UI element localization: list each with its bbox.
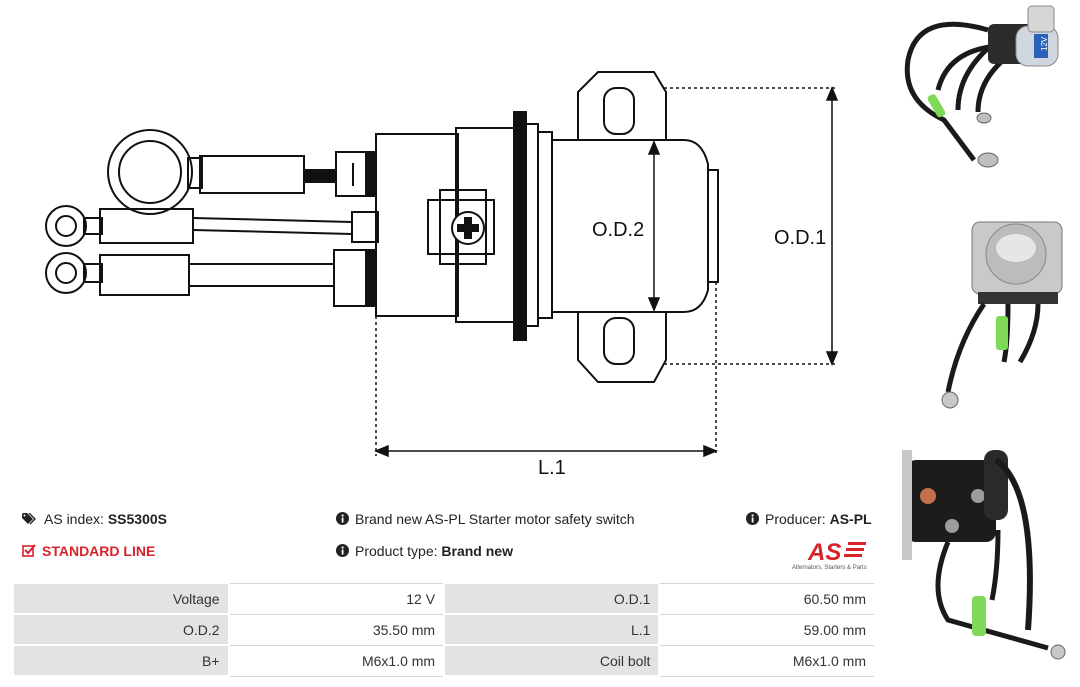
product-type: Product type: Brand new	[336, 543, 513, 560]
spec-value: 59.00 mm	[658, 613, 876, 646]
spec-label: Voltage	[12, 582, 230, 615]
spec-value: 35.50 mm	[227, 613, 446, 646]
producer-value: AS-PL	[829, 511, 872, 527]
standard-line-label: STANDARD LINE	[42, 543, 156, 559]
tags-icon	[22, 512, 38, 528]
spec-value: 60.50 mm	[658, 582, 876, 615]
ring-terminal-large	[107, 129, 193, 215]
spec-label: O.D.1	[443, 582, 661, 615]
description-text: Brand new AS-PL Starter motor safety swi…	[355, 511, 635, 527]
producer-label: Producer:	[765, 511, 826, 527]
spec-table: Voltage 12 V O.D.1 60.50 mm O.D.2 35.50 …	[12, 582, 876, 677]
table-row: Voltage 12 V O.D.1 60.50 mm	[12, 582, 876, 615]
product-description: Brand new AS-PL Starter motor safety swi…	[336, 511, 635, 528]
info-icon	[746, 512, 759, 528]
product-photo-1[interactable]: 12V	[888, 0, 1080, 190]
table-row: O.D.2 35.50 mm L.1 59.00 mm	[12, 613, 876, 646]
od2-label: O.D.2	[592, 219, 644, 241]
spec-label: O.D.2	[12, 613, 230, 646]
as-index-value: SS5300S	[107, 511, 167, 527]
spec-value: M6x1.0 mm	[658, 644, 876, 677]
logo-mark: AS	[807, 539, 841, 566]
checkbox-icon	[22, 544, 36, 560]
od1-label: O.D.1	[774, 227, 826, 249]
spec-value: 12 V	[227, 582, 446, 615]
ring-terminal-small-2	[45, 252, 87, 294]
info-icon	[336, 512, 349, 528]
product-photo-2[interactable]	[888, 192, 1080, 420]
spec-label: Coil bolt	[443, 644, 661, 677]
product-type-value: Brand new	[441, 543, 513, 559]
product-type-label: Product type:	[355, 543, 438, 559]
producer: Producer: AS-PL	[746, 511, 872, 528]
l1-label: L.1	[538, 457, 566, 479]
spec-value: M6x1.0 mm	[227, 644, 446, 677]
ring-terminal-small-1	[45, 205, 87, 247]
product-photo-3[interactable]	[888, 430, 1080, 670]
as-pl-logo: AS Alternators, Starters & Parts	[790, 536, 880, 572]
as-index: AS index: SS5300S	[22, 511, 167, 528]
as-index-label: AS index:	[44, 511, 104, 527]
logo-tagline: Alternators, Starters & Parts	[792, 565, 867, 571]
spec-label: B+	[12, 644, 230, 677]
info-icon	[336, 544, 349, 560]
technical-drawing: O.D.2 O.D.1 L.1	[45, 71, 839, 479]
standard-line-badge: STANDARD LINE	[22, 543, 155, 560]
product-photos: 12V	[888, 0, 1080, 687]
spec-label: L.1	[443, 613, 661, 646]
table-row: B+ M6x1.0 mm Coil bolt M6x1.0 mm	[12, 644, 876, 677]
photo-badge: 12V	[1040, 36, 1049, 51]
